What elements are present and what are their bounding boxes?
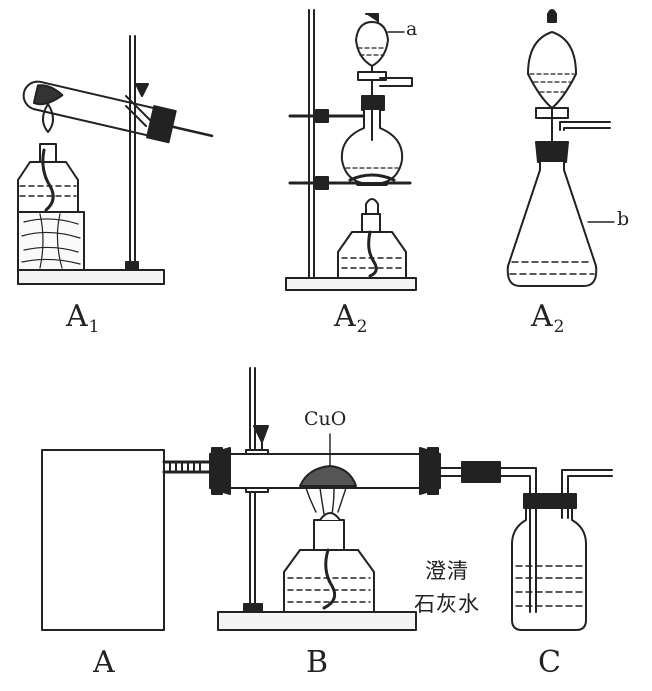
test-tube bbox=[22, 80, 214, 144]
iron-stand-base bbox=[285, 277, 417, 291]
alcohol-lamp bbox=[17, 161, 79, 213]
clamp-screw bbox=[135, 83, 149, 97]
wood-block bbox=[17, 211, 85, 271]
separatory-funnel bbox=[527, 31, 577, 109]
label-c: C bbox=[538, 645, 561, 680]
label-a2-right: A2 bbox=[531, 299, 565, 337]
label-a: A bbox=[93, 645, 115, 680]
apparatus-a1 bbox=[17, 35, 214, 285]
wash-bottle bbox=[511, 505, 587, 631]
label-a1-subscript: 1 bbox=[88, 317, 100, 337]
label-b: B bbox=[306, 645, 329, 680]
clamp-screw bbox=[253, 425, 269, 443]
apparatus-bottom bbox=[41, 367, 613, 631]
apparatus-a2-flask bbox=[285, 9, 417, 291]
callout-a: a bbox=[406, 18, 418, 40]
apparatus-a2-conical bbox=[506, 9, 615, 287]
label-lime-water-line2: 石灰水 bbox=[414, 592, 480, 616]
callout-b: b bbox=[617, 208, 630, 230]
separatory-funnel bbox=[355, 21, 389, 67]
label-a1: A1 bbox=[66, 299, 100, 337]
iron-stand-base bbox=[17, 269, 165, 285]
label-a2-right-subscript: 2 bbox=[553, 317, 565, 337]
label-lime-water-line1: 澄清 bbox=[425, 559, 469, 583]
conical-flask bbox=[506, 161, 598, 287]
label-a2-middle: A2 bbox=[334, 299, 368, 337]
box-a bbox=[41, 449, 165, 631]
label-a2-middle-subscript: 2 bbox=[356, 317, 368, 337]
label-cuo: CuO bbox=[304, 408, 347, 430]
iron-stand-base bbox=[217, 611, 417, 631]
